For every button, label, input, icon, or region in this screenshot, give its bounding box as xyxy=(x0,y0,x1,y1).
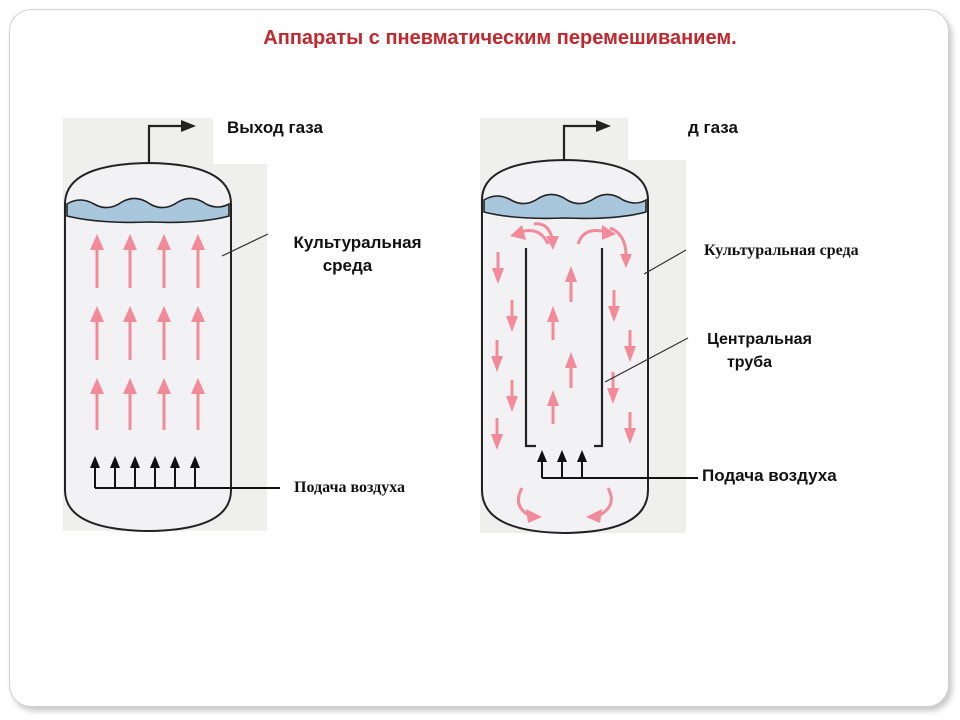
right-central-tube-label-line1: Центральная xyxy=(707,331,812,348)
left-medium-flow-arrows xyxy=(90,234,205,430)
left-air-supply-pipe xyxy=(90,456,280,489)
left-medium-label-line2: среда xyxy=(322,256,373,275)
left-air-supply-label: Подача воздуха xyxy=(294,479,406,496)
left-vessel-outline xyxy=(64,161,232,533)
left-medium-leader-line xyxy=(221,233,269,257)
right-central-tube-label: Центральная труба xyxy=(692,328,827,374)
right-air-supply-label: Подача воздуха xyxy=(702,466,837,485)
right-central-tube-label-line2: труба xyxy=(726,354,773,371)
left-gas-outlet-pipe xyxy=(147,120,196,163)
right-liquid-surface xyxy=(483,193,647,220)
right-vessel-outline xyxy=(481,158,649,535)
right-gas-outlet-pipe xyxy=(562,120,611,162)
right-gas-outlet-label: д газа xyxy=(688,118,738,137)
right-tube-leader-line xyxy=(604,337,689,383)
right-air-supply-pipe xyxy=(537,450,698,479)
slide-title: Аппараты с пневматическим перемешиванием… xyxy=(263,27,737,49)
right-medium-label: Культуральная среда xyxy=(704,242,859,259)
left-liquid-surface xyxy=(66,197,230,224)
right-medium-leader-line xyxy=(643,249,687,275)
left-medium-label-line1: Культуральная xyxy=(293,233,422,252)
right-central-tube xyxy=(524,248,604,448)
left-medium-label: Культуральная среда xyxy=(270,231,445,277)
left-gas-outlet-label: Выход газа xyxy=(227,118,323,137)
right-circulation-arrows xyxy=(491,222,636,523)
